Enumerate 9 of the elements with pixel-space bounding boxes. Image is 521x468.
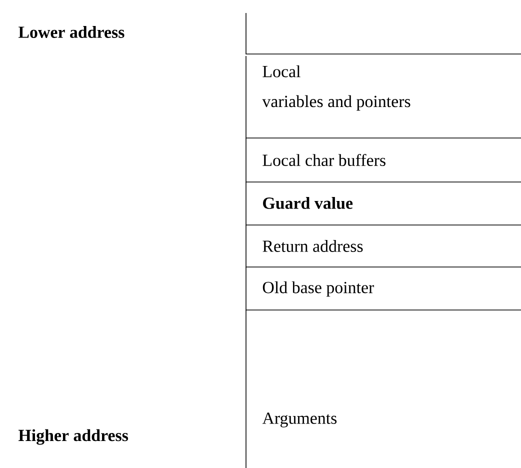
stack-cell: Arguments <box>246 310 337 468</box>
stack-cell <box>246 12 521 54</box>
stack-cell: Local variables and pointers <box>246 56 521 138</box>
stack-cell: Local char buffers <box>246 138 521 182</box>
stack-cell: Old base pointer <box>246 266 521 310</box>
address-label: Lower address <box>18 26 124 38</box>
address-label: Higher address <box>18 429 128 445</box>
stack-cell: Guard value <box>246 182 521 226</box>
stack-cell: Return address <box>246 224 521 268</box>
